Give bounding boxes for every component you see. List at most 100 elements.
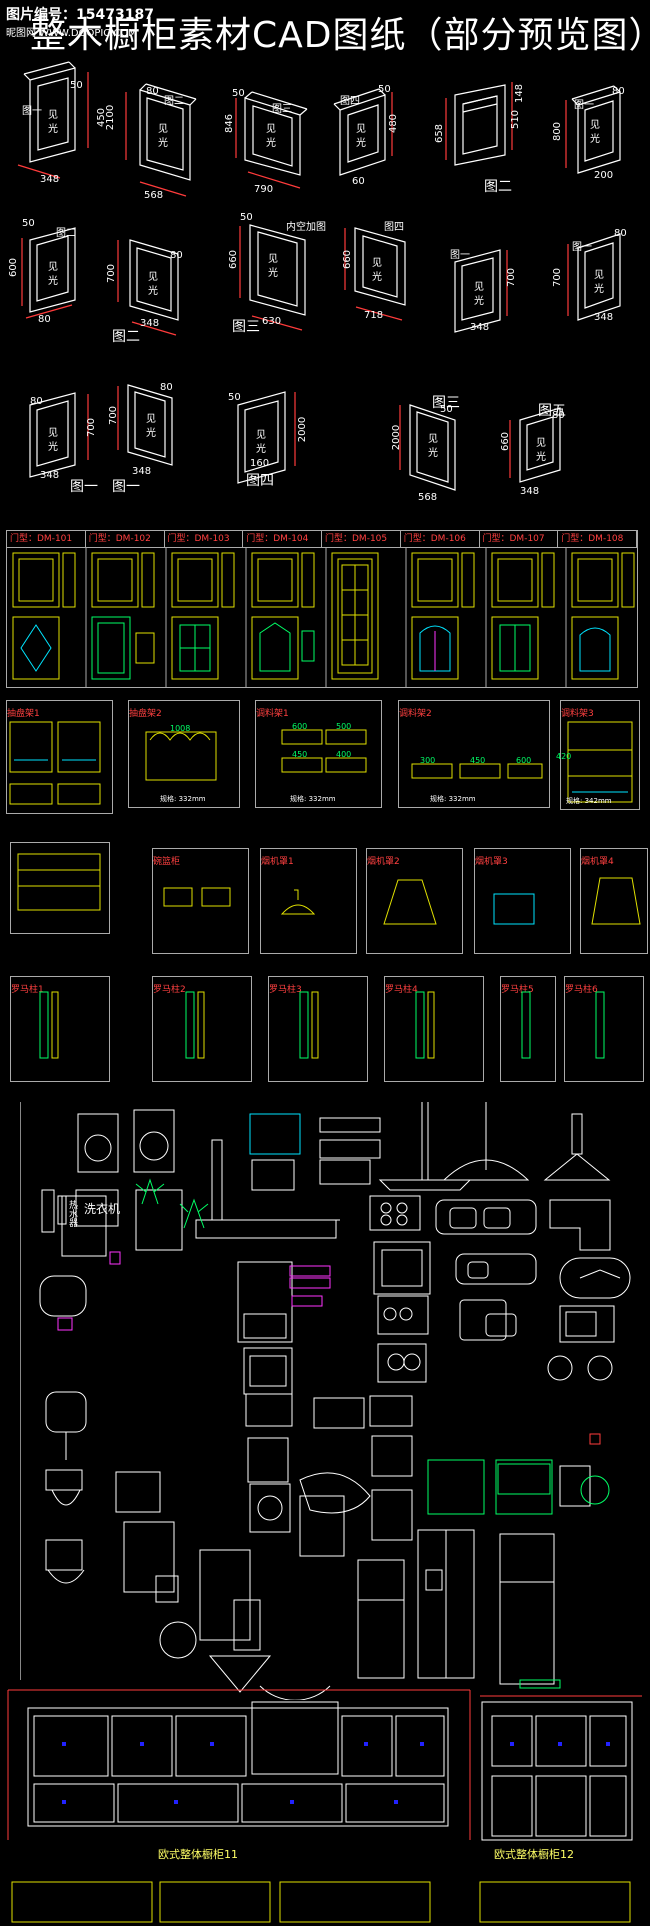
rack-cell: 抽盘架2 [128, 700, 240, 808]
svg-text:见: 见 [428, 433, 438, 445]
frame-6 [565, 85, 621, 174]
dim-label: 348 [40, 174, 60, 185]
door-type-label: 门型：DM-103 [165, 531, 244, 547]
dim-label: 50 [378, 84, 391, 95]
dim-label: 700 [106, 263, 118, 284]
rack-dim: 450 [470, 756, 486, 765]
svg-text:见: 见 [158, 123, 168, 135]
dim-label: 148 [514, 83, 526, 104]
frame-12 [567, 233, 621, 321]
dim-label: 630 [262, 316, 282, 327]
rack-dim: 400 [336, 750, 352, 759]
frame-5 [445, 82, 513, 166]
dim-label: 700 [506, 267, 518, 288]
frame-tag: 图四 [340, 96, 360, 107]
rack-dim: 500 [336, 722, 352, 731]
roman-cell: 罗马柱5 [500, 976, 556, 1082]
cabinet-elevations [7, 1689, 642, 1923]
dim-label: 160 [250, 458, 270, 469]
svg-text:见: 见 [372, 257, 382, 269]
frame-13 [29, 392, 89, 478]
dim-label: 348 [520, 486, 540, 497]
frame-tag: 内空加图 [286, 222, 326, 233]
svg-text:光: 光 [148, 284, 158, 297]
svg-text:见: 见 [48, 109, 58, 121]
dim-label: 568 [144, 190, 164, 201]
door-type-label: 门型：DM-104 [243, 531, 322, 547]
dim-label: 790 [254, 184, 274, 195]
frame-14 [117, 384, 173, 466]
rack-dim: 450 [292, 750, 308, 759]
frame-3 [235, 91, 308, 189]
frame-1 [17, 61, 89, 179]
dim-label: 80 [614, 228, 627, 239]
dim-label: 348 [594, 312, 614, 323]
figure-caption: 图二 [484, 179, 512, 195]
rack-dim: 300 [420, 756, 436, 765]
image-id-label: 图片编号：15473187 [6, 7, 154, 23]
roman-label: 罗马柱1 [11, 985, 44, 995]
dim-label: 600 [8, 257, 20, 278]
frame-tag: 图四 [384, 222, 404, 233]
frame-tag: 图二 [56, 228, 76, 239]
svg-text:光: 光 [266, 136, 276, 149]
svg-text:见: 见 [256, 429, 266, 441]
hood-label: 烟机罩4 [581, 857, 614, 867]
rack-label: 调料架3 [561, 709, 594, 719]
washer-label: 洗衣机 [84, 1202, 121, 1216]
svg-text:光: 光 [372, 270, 382, 283]
dim-label: 660 [228, 249, 240, 270]
dim-label: 80 [30, 396, 43, 407]
dim-label: 568 [418, 492, 438, 503]
hood-drawings [17, 853, 641, 925]
dim-label: 348 [40, 470, 60, 481]
svg-text:见: 见 [474, 281, 484, 293]
dim-label: 50 [232, 88, 245, 99]
svg-text:光: 光 [536, 450, 546, 463]
rack-dim: 600 [516, 756, 532, 765]
svg-text:光: 光 [146, 426, 156, 439]
svg-text:见: 见 [594, 269, 604, 281]
frame-10 [344, 227, 406, 321]
appliances-panel [20, 1102, 631, 1680]
frames-diagram: 见光 见光 见光 见光 见光 见光 见光 见光 见光 见光 见光 见光 见光 见… [17, 61, 621, 491]
rack-label: 抽盘架1 [7, 709, 40, 719]
dim-label: 80 [38, 314, 51, 325]
frame-tag: 图二 [164, 96, 184, 107]
svg-text:光: 光 [158, 136, 168, 149]
svg-text:光: 光 [48, 440, 58, 453]
door-type-label: 门型：DM-105 [322, 531, 401, 547]
roman-cell: 罗马柱4 [384, 976, 484, 1082]
svg-text:光: 光 [268, 266, 278, 279]
figure-caption: 图二 [112, 329, 140, 345]
dim-label: 700 [552, 267, 564, 288]
roman-cell: 罗马柱3 [268, 976, 368, 1082]
dim-label: 80 [612, 86, 625, 97]
roman-label: 罗马柱5 [501, 985, 534, 995]
door-elevations [12, 547, 635, 687]
figure-caption: 图五 [538, 403, 566, 419]
rack-dim: 600 [292, 722, 308, 731]
frame-tag: 图一 [22, 106, 42, 117]
hood-cell: 烟机罩3 [474, 848, 571, 954]
frame-16 [399, 404, 456, 491]
rack-cell: 调料架1 [255, 700, 382, 808]
frame-tag: 图一 [450, 250, 470, 261]
svg-text:见: 见 [48, 261, 58, 273]
svg-text:光: 光 [474, 294, 484, 307]
figure-caption: 图四 [246, 473, 274, 489]
dim-label: 2100 [105, 104, 117, 131]
figure-caption: 图一 [112, 479, 140, 495]
hood-cell: 烟机罩1 [260, 848, 357, 954]
frame-7 [21, 227, 76, 319]
rack-dim: 420 [556, 752, 572, 761]
frame-17 [509, 407, 561, 483]
hood-cell [10, 842, 110, 934]
dim-label: 846 [224, 113, 236, 134]
dim-label: 50 [70, 80, 83, 91]
dim-label: 50 [228, 392, 241, 403]
frame-8 [117, 239, 179, 336]
cabinet-caption: 欧式整体橱柜12 [494, 1848, 574, 1861]
svg-text:见: 见 [266, 123, 276, 135]
